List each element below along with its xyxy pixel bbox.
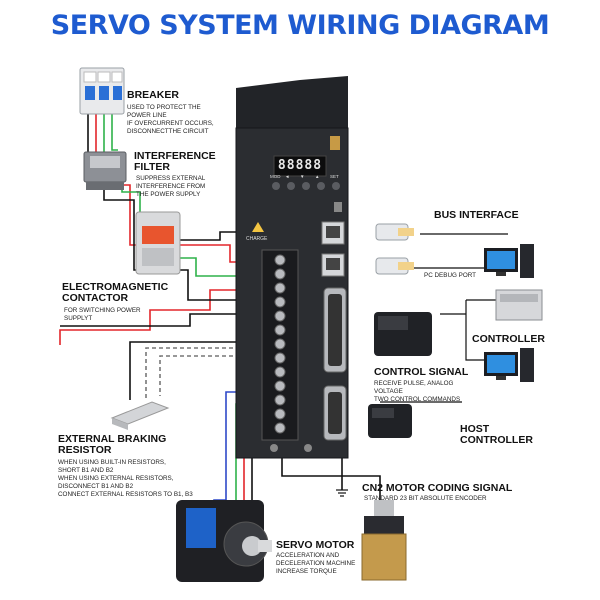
drive-button-label: ▲ — [315, 174, 320, 179]
drive-display-readout: 88888 — [277, 158, 323, 173]
drive-button-label: ◄ — [285, 174, 290, 179]
wire-black-out — [60, 313, 268, 327]
terminal-screw — [274, 366, 286, 378]
wire-green-pe — [111, 112, 118, 151]
terminal-screw — [274, 422, 286, 434]
wire-brake-dash — [145, 347, 268, 398]
terminal-screws — [274, 254, 286, 434]
terminal-screw — [274, 352, 286, 364]
pc-top — [484, 244, 534, 278]
drive-button-label: ▼ — [300, 174, 305, 179]
filter-device — [83, 151, 127, 190]
control-signal-label: CONTROL SIGNAL — [374, 366, 469, 378]
braking-resistor-device — [110, 401, 170, 430]
terminal-screw — [274, 324, 286, 336]
terminal-screw — [274, 394, 286, 406]
controller-label: CONTROLLER — [472, 333, 545, 345]
terminal-screw — [274, 268, 286, 280]
servo-motor-label: SERVO MOTOR — [276, 539, 355, 551]
bus-interface-label: BUS INTERFACE — [434, 209, 519, 221]
gearbox-device — [361, 500, 407, 581]
wire-brake-1 — [129, 341, 268, 400]
page-title: SERVO SYSTEM WIRING DIAGRAM — [50, 10, 550, 41]
braking-desc: WHEN USING BUILT-IN RESISTORS,SHORT B1 A… — [58, 459, 193, 498]
db-connector-control — [374, 312, 432, 356]
drive-display — [273, 155, 327, 177]
breaker-device — [79, 67, 125, 115]
drive-ports — [270, 202, 347, 452]
drive-charge-label: CHARGE — [246, 236, 268, 242]
servo-motor-device — [176, 500, 272, 582]
cn2-desc: STANDARD 23 BIT ABSOLUTE ENCODER — [364, 495, 487, 502]
drive-button-label: SET — [330, 174, 339, 179]
terminal-screw — [274, 282, 286, 294]
breaker-label: BREAKER — [127, 89, 179, 101]
pc-bottom — [484, 348, 534, 382]
terminal-screw — [274, 338, 286, 350]
terminal-screw — [274, 408, 286, 420]
wire-encoder — [281, 456, 381, 500]
terminal-screw — [274, 296, 286, 308]
terminal-screw — [274, 380, 286, 392]
wire-red-output — [59, 289, 268, 345]
terminal-screw — [274, 310, 286, 322]
drive-button-label: MOD — [270, 174, 281, 179]
terminal-screw — [274, 254, 286, 266]
rj45-plug-1 — [375, 223, 414, 241]
wire-brake-dash-2 — [159, 355, 268, 396]
rj45-plug-2 — [375, 257, 414, 275]
ground-symbol — [336, 489, 348, 497]
bus-interface-desc: PC DEBUG PORT — [424, 272, 477, 279]
contactor-device — [135, 211, 181, 275]
db-connector-host — [368, 404, 412, 438]
plc-controller — [495, 289, 543, 321]
wire-black-contactor — [180, 231, 242, 241]
cn2-label: CN2 MOTOR CODING SIGNAL — [362, 482, 513, 494]
drive-button-labels: MOD ◄ ▼ ▲ SET — [268, 174, 348, 180]
